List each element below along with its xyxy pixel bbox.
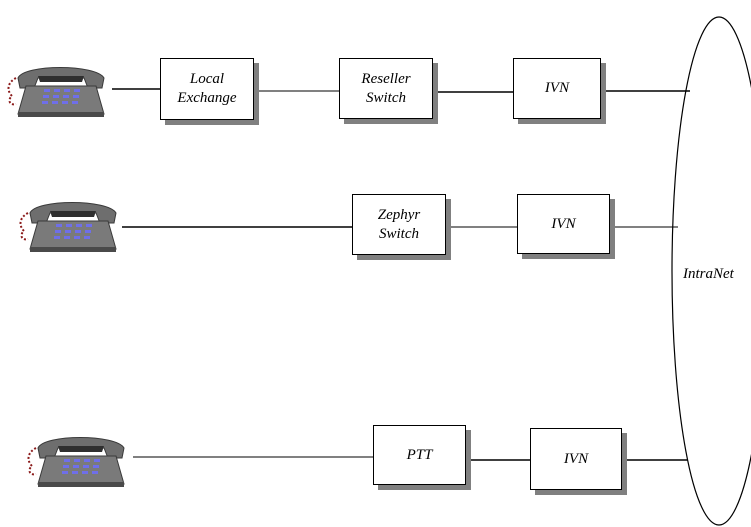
ivn-node-row2: IVN xyxy=(517,194,610,254)
intranet-cloud xyxy=(671,16,751,526)
ptt-node: PTT xyxy=(373,425,466,485)
local-exchange-label: Local Exchange xyxy=(177,71,237,106)
telephone-icon xyxy=(27,437,125,487)
telephone-icon xyxy=(19,202,117,252)
ivn-node-row1: IVN xyxy=(513,58,601,119)
ivn-node-row3: IVN xyxy=(530,428,622,490)
intranet-label: IntraNet xyxy=(683,266,734,282)
reseller-switch-node: Reseller Switch xyxy=(339,58,433,119)
ivn-label-row3: IVN xyxy=(563,450,589,467)
ptt-label: PTT xyxy=(406,446,433,463)
ivn-label-row2: IVN xyxy=(551,215,576,232)
reseller-switch-label: Reseller Switch xyxy=(361,70,411,106)
zephyr-switch-label: Zephyr Switch xyxy=(377,206,421,242)
local-exchange-node: Local Exchange xyxy=(160,58,254,120)
zephyr-switch-node: Zephyr Switch xyxy=(352,194,446,255)
ivn-label-row1: IVN xyxy=(544,80,570,96)
telephone-icon xyxy=(7,67,105,117)
